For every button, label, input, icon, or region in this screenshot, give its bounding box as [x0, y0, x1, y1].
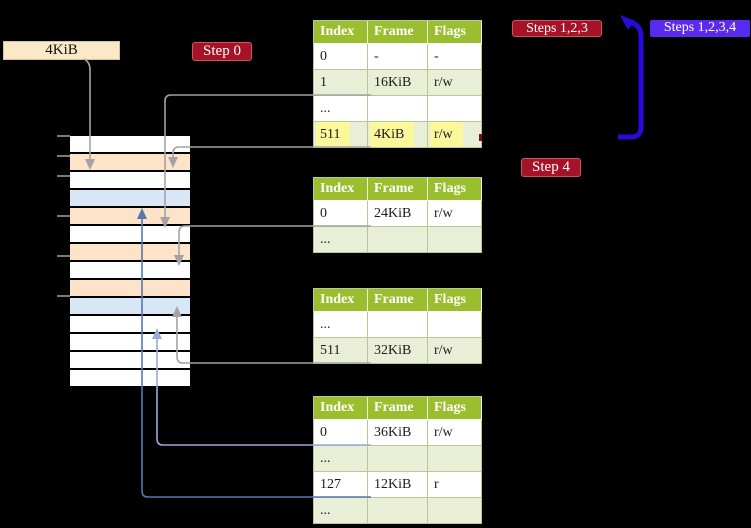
table-cell [428, 312, 482, 338]
table-cell [368, 227, 428, 253]
table-cell: ... [314, 227, 368, 253]
column-header: Flags [428, 289, 482, 312]
table-cell: 24KiB [368, 201, 428, 227]
table-cell: 127 [314, 472, 368, 498]
memory-row-peach [70, 208, 190, 226]
table-cell: ... [314, 312, 368, 338]
table-cell: - [368, 44, 428, 70]
memory-row-white [70, 172, 190, 190]
column-header: Index [314, 178, 368, 201]
step4-badge: Step 4 [521, 158, 581, 177]
table-cell: ... [314, 446, 368, 472]
table-cell [368, 498, 428, 524]
page-size-label: 4KiB [3, 41, 120, 60]
table-cell [428, 96, 482, 122]
table-cell [368, 96, 428, 122]
steps1234-badge: Steps 1,2,3,4 [650, 20, 750, 37]
column-header: Frame [368, 397, 428, 420]
memory-row-white [70, 226, 190, 244]
memory-tick [57, 135, 70, 137]
step0-badge: Step 0 [192, 42, 252, 61]
column-header: Index [314, 21, 368, 44]
memory-row-white [70, 370, 190, 388]
table-cell [428, 498, 482, 524]
table-cell: 4KiB [368, 122, 428, 148]
table-cell: 16KiB [368, 70, 428, 96]
table-cell: r [428, 472, 482, 498]
memory-tick [57, 215, 70, 217]
table-cell: - [428, 44, 482, 70]
column-header: Flags [428, 397, 482, 420]
column-header: Frame [368, 178, 428, 201]
memory-tick [57, 295, 70, 297]
table-cell: ... [314, 96, 368, 122]
column-header: Index [314, 397, 368, 420]
table-cell: 0 [314, 44, 368, 70]
table-cell: 36KiB [368, 420, 428, 446]
table-cell: 0 [314, 420, 368, 446]
table-cell: 511 [314, 122, 368, 148]
steps123-badge: Steps 1,2,3 [512, 20, 602, 37]
memory-tick [57, 175, 70, 177]
table-cell: 0 [314, 201, 368, 227]
table-row: 0-- [314, 44, 482, 70]
column-header: Frame [368, 21, 428, 44]
table-cell [368, 446, 428, 472]
table-cell: ... [314, 498, 368, 524]
column-header: Frame [368, 289, 428, 312]
arrow-steps-loop-icon [618, 15, 644, 140]
table-cell: r/w [428, 420, 482, 446]
table-cell [368, 312, 428, 338]
table-cell: r/w [428, 338, 482, 364]
memory-tick [57, 255, 70, 257]
column-header: Flags [428, 178, 482, 201]
memory-row-white [70, 352, 190, 370]
physical-memory-strip [70, 136, 190, 388]
arrow-t1-idx511-to-frame4-icon [168, 146, 371, 168]
memory-row-white [70, 136, 190, 154]
table-row: ... [314, 446, 482, 472]
table-cell: r/w [428, 122, 482, 148]
table-cell: 32KiB [368, 338, 428, 364]
memory-row-peach [70, 280, 190, 298]
memory-row-blue [70, 298, 190, 316]
memory-row-peach [70, 154, 190, 172]
table-row: ... [314, 96, 482, 122]
table-cell [428, 446, 482, 472]
memory-tick [57, 155, 70, 157]
table-row: ... [314, 227, 482, 253]
column-header: Index [314, 289, 368, 312]
column-header: Flags [428, 21, 482, 44]
table-cell: r/w [428, 201, 482, 227]
table-row: ... [314, 498, 482, 524]
table-row: ... [314, 312, 482, 338]
memory-row-white [70, 316, 190, 334]
table-cell: 12KiB [368, 472, 428, 498]
memory-row-white [70, 334, 190, 352]
memory-row-blue [70, 190, 190, 208]
table-cell [428, 227, 482, 253]
memory-row-peach [70, 244, 190, 262]
table-cell: 511 [314, 338, 368, 364]
memory-row-white [70, 262, 190, 280]
table-cell: 1 [314, 70, 368, 96]
table-cell: r/w [428, 70, 482, 96]
